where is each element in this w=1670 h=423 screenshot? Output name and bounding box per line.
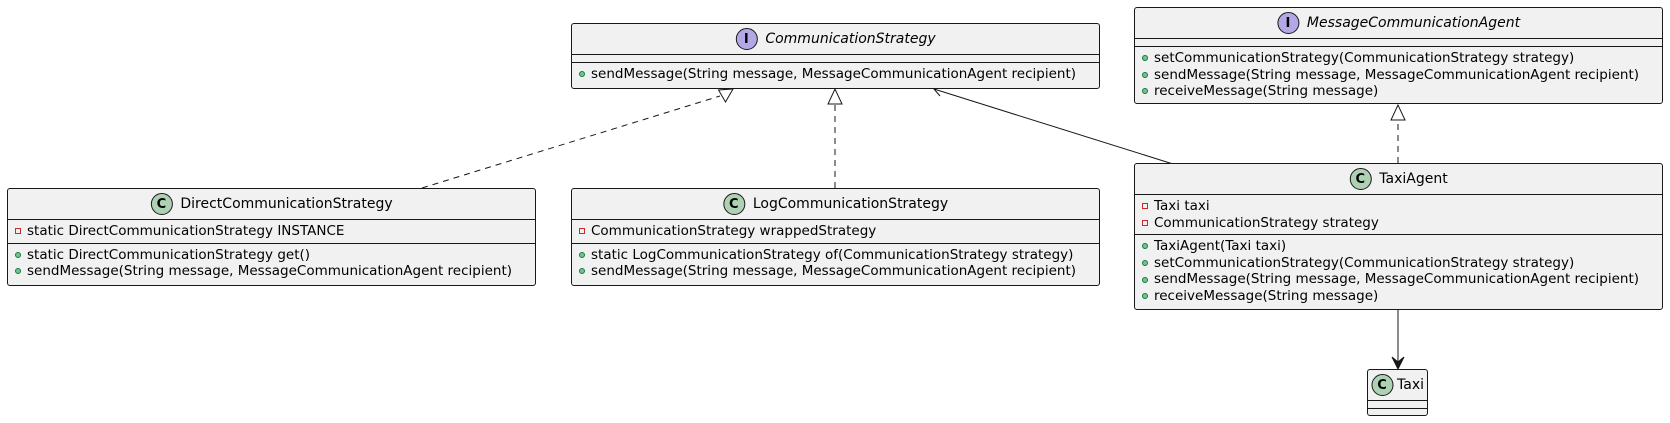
- fields-section: CommunicationStrategy wrappedStrategy: [572, 220, 1099, 244]
- methods-section: static LogCommunicationStrategy of(Commu…: [572, 244, 1099, 283]
- private-visibility-icon: [1142, 203, 1148, 210]
- method-text: setCommunicationStrategy(CommunicationSt…: [1154, 50, 1575, 66]
- class-header: I MessageCommunicationAgent: [1135, 8, 1662, 39]
- class-stereotype-icon: C: [1371, 374, 1393, 396]
- class-stereotype-icon: C: [1349, 168, 1372, 190]
- fields-section: [572, 55, 1099, 63]
- class-header: C LogCommunicationStrategy: [572, 189, 1099, 220]
- class-communication-strategy[interactable]: I CommunicationStrategy sendMessage(Stri…: [571, 23, 1100, 89]
- method-text: receiveMessage(String message): [1154, 287, 1379, 304]
- field-text: static DirectCommunicationStrategy INSTA…: [27, 223, 345, 239]
- field-text: Taxi taxi: [1154, 198, 1210, 214]
- method-row: static DirectCommunicationStrategy get(): [15, 247, 535, 264]
- association-arrowhead-taxi: [1391, 356, 1405, 371]
- method-row: sendMessage(String message, MessageCommu…: [579, 66, 1099, 83]
- field-row: static DirectCommunicationStrategy INSTA…: [15, 223, 535, 240]
- methods-section: static DirectCommunicationStrategy get()…: [8, 244, 535, 283]
- class-stereotype-icon: C: [722, 193, 745, 215]
- class-direct-communication-strategy[interactable]: C DirectCommunicationStrategy static Dir…: [7, 188, 536, 286]
- class-taxi-agent[interactable]: C TaxiAgent Taxi taxi CommunicationStrat…: [1134, 163, 1663, 310]
- public-visibility-icon: [1142, 260, 1148, 267]
- method-row: static LogCommunicationStrategy of(Commu…: [579, 247, 1099, 264]
- class-name: DirectCommunicationStrategy: [180, 196, 393, 212]
- public-visibility-icon: [15, 251, 21, 258]
- method-row: setCommunicationStrategy(CommunicationSt…: [1142, 255, 1662, 272]
- method-text: static LogCommunicationStrategy of(Commu…: [591, 246, 1074, 263]
- method-row: receiveMessage(String message): [1142, 83, 1662, 100]
- class-message-communication-agent[interactable]: I MessageCommunicationAgent setCommunica…: [1134, 7, 1663, 104]
- fields-section: [1368, 401, 1427, 409]
- class-name: CommunicationStrategy: [765, 31, 936, 47]
- methods-section: setCommunicationStrategy(CommunicationSt…: [1135, 47, 1662, 103]
- realization-arrowhead-agent: [1390, 103, 1406, 121]
- private-visibility-icon: [579, 228, 585, 235]
- method-row: sendMessage(String message, MessageCommu…: [579, 263, 1099, 280]
- method-row: TaxiAgent(Taxi taxi): [1142, 238, 1662, 255]
- realization-direct-to-strategy: [421, 95, 721, 189]
- public-visibility-icon: [1142, 276, 1148, 283]
- method-text: setCommunicationStrategy(CommunicationSt…: [1154, 254, 1575, 271]
- field-text: CommunicationStrategy strategy: [1154, 214, 1379, 231]
- fields-section: Taxi taxi CommunicationStrategy strategy: [1135, 195, 1662, 236]
- interface-stereotype-icon: I: [735, 28, 758, 50]
- public-visibility-icon: [1142, 243, 1148, 250]
- methods-section: [1368, 409, 1427, 416]
- class-name: TaxiAgent: [1379, 171, 1448, 187]
- public-visibility-icon: [1142, 88, 1148, 95]
- class-header: C Taxi: [1368, 370, 1427, 401]
- method-text: sendMessage(String message, MessageCommu…: [1154, 66, 1640, 83]
- method-text: static DirectCommunicationStrategy get(): [27, 246, 311, 263]
- field-row: CommunicationStrategy wrappedStrategy: [579, 223, 1099, 240]
- public-visibility-icon: [579, 268, 585, 275]
- fields-section: static DirectCommunicationStrategy INSTA…: [8, 220, 535, 244]
- private-visibility-icon: [15, 228, 21, 235]
- class-header: C TaxiAgent: [1135, 164, 1662, 195]
- class-header: C DirectCommunicationStrategy: [8, 189, 535, 220]
- method-text: sendMessage(String message, MessageCommu…: [27, 263, 513, 280]
- association-agent-to-strategy: [933, 88, 1174, 165]
- public-visibility-icon: [579, 251, 585, 258]
- class-name: Taxi: [1397, 377, 1424, 393]
- field-row: CommunicationStrategy strategy: [1142, 215, 1662, 232]
- class-taxi[interactable]: C Taxi: [1367, 369, 1428, 416]
- public-visibility-icon: [15, 268, 21, 275]
- method-text: sendMessage(String message, MessageCommu…: [591, 263, 1077, 280]
- method-text: sendMessage(String message, MessageCommu…: [1154, 271, 1640, 288]
- class-name: MessageCommunicationAgent: [1306, 15, 1521, 31]
- private-visibility-icon: [1142, 219, 1148, 226]
- public-visibility-icon: [1142, 293, 1148, 300]
- class-stereotype-icon: C: [150, 193, 173, 215]
- methods-section: sendMessage(String message, MessageCommu…: [572, 63, 1099, 86]
- class-header: I CommunicationStrategy: [572, 24, 1099, 55]
- method-row: sendMessage(String message, MessageCommu…: [1142, 67, 1662, 84]
- interface-stereotype-icon: I: [1276, 12, 1299, 34]
- method-row: receiveMessage(String message): [1142, 288, 1662, 305]
- realization-arrowhead-direct: [717, 88, 734, 103]
- method-row: setCommunicationStrategy(CommunicationSt…: [1142, 50, 1662, 67]
- fields-section: [1135, 39, 1662, 47]
- public-visibility-icon: [579, 71, 585, 78]
- class-log-communication-strategy[interactable]: C LogCommunicationStrategy Communication…: [571, 188, 1100, 286]
- method-text: receiveMessage(String message): [1154, 83, 1379, 100]
- public-visibility-icon: [1142, 55, 1148, 62]
- methods-section: TaxiAgent(Taxi taxi) setCommunicationStr…: [1135, 235, 1662, 307]
- method-row: sendMessage(String message, MessageCommu…: [1142, 271, 1662, 288]
- field-row: Taxi taxi: [1142, 198, 1662, 215]
- field-text: CommunicationStrategy wrappedStrategy: [591, 223, 877, 239]
- class-name: LogCommunicationStrategy: [752, 196, 949, 212]
- method-text: TaxiAgent(Taxi taxi): [1154, 238, 1287, 255]
- realization-arrowhead-log: [827, 87, 843, 105]
- public-visibility-icon: [1142, 71, 1148, 78]
- method-row: sendMessage(String message, MessageCommu…: [15, 263, 535, 280]
- method-text: sendMessage(String message, MessageCommu…: [591, 66, 1077, 82]
